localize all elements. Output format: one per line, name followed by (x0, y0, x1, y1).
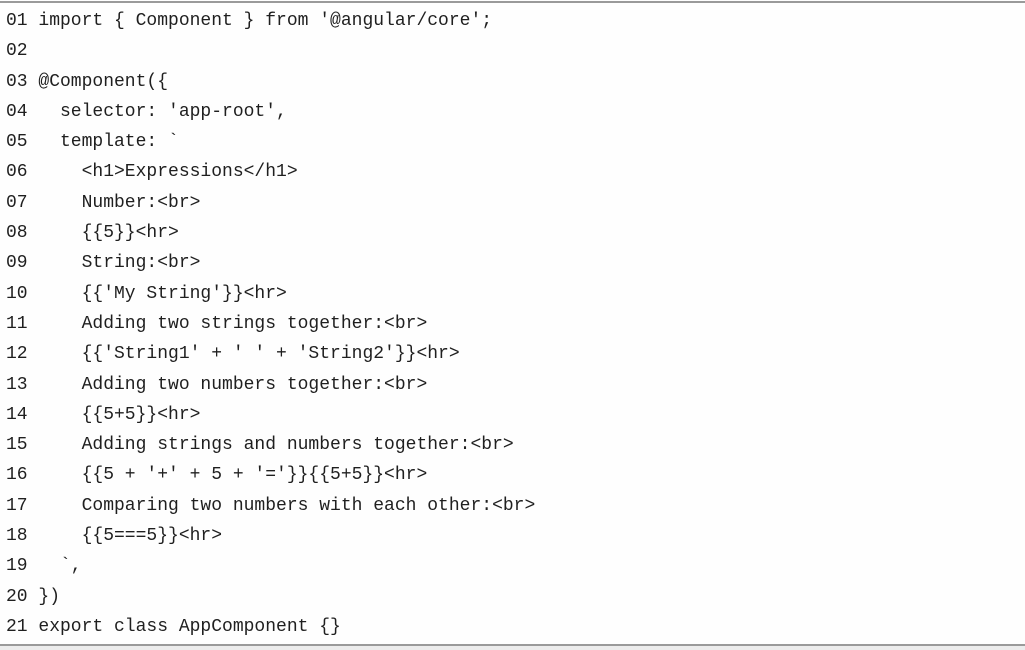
line-number: 07 (6, 192, 28, 213)
line-code-text: }) (38, 586, 60, 607)
code-line: 21 export class AppComponent {} (6, 612, 1025, 642)
line-number: 17 (6, 495, 28, 516)
bottom-divider (0, 644, 1025, 646)
line-number: 08 (6, 223, 28, 244)
line-code-text: template: ` (38, 132, 179, 153)
line-number: 03 (6, 71, 28, 92)
line-code-text: selector: 'app-root', (38, 101, 287, 122)
line-code-text: <h1>Expressions</h1> (38, 162, 298, 183)
line-code-text: {{'String1' + ' ' + 'String2'}}<hr> (38, 344, 460, 365)
line-number: 19 (6, 556, 28, 577)
line-code-text: import { Component } from '@angular/core… (38, 11, 493, 31)
line-code-text: Comparing two numbers with each other:<b… (38, 495, 536, 516)
code-line: 19 `, (6, 551, 1025, 581)
line-code-text: {{5 + '+' + 5 + '='}}{{5+5}}<hr> (38, 465, 428, 486)
line-number: 15 (6, 435, 28, 456)
line-number: 13 (6, 374, 28, 395)
code-line: 09 String:<br> (6, 248, 1025, 278)
line-code-text: String:<br> (38, 253, 201, 274)
line-code-text: export class AppComponent {} (38, 616, 341, 637)
code-line: 12 {{'String1' + ' ' + 'String2'}}<hr> (6, 339, 1025, 369)
line-number: 10 (6, 283, 28, 304)
line-code-text: @Component({ (38, 71, 169, 92)
line-code-text: Adding strings and numbers together:<br> (38, 435, 514, 456)
code-line: 08 {{5}}<hr> (6, 218, 1025, 248)
code-line: 04 selector: 'app-root', (6, 97, 1025, 127)
line-code-text: Number:<br> (38, 192, 201, 213)
code-line: 07 Number:<br> (6, 188, 1025, 218)
code-line: 17 Comparing two numbers with each other… (6, 491, 1025, 521)
line-code-text: {{5===5}}<hr> (38, 526, 223, 547)
line-number: 05 (6, 132, 28, 153)
code-line: 14 {{5+5}}<hr> (6, 400, 1025, 430)
line-number: 06 (6, 162, 28, 183)
line-number: 09 (6, 253, 28, 274)
line-code-text: Adding two strings together:<br> (38, 313, 428, 334)
line-code-text: `, (38, 556, 82, 577)
code-line: 10 {{'My String'}}<hr> (6, 279, 1025, 309)
code-line: 05 template: ` (6, 127, 1025, 157)
top-divider (0, 1, 1025, 3)
line-number: 18 (6, 526, 28, 547)
code-line: 03 @Component({ (6, 67, 1025, 97)
line-code-text: {{5+5}}<hr> (38, 404, 201, 425)
line-number: 02 (6, 41, 28, 62)
page-edge-strip (0, 646, 1025, 650)
line-code-text: Adding two numbers together:<br> (38, 374, 428, 395)
code-line: 01 import { Component } from '@angular/c… (6, 6, 1025, 36)
code-line: 15 Adding strings and numbers together:<… (6, 430, 1025, 460)
code-line: 18 {{5===5}}<hr> (6, 521, 1025, 551)
code-line: 20 }) (6, 582, 1025, 612)
line-number: 04 (6, 101, 28, 122)
code-line: 11 Adding two strings together:<br> (6, 309, 1025, 339)
line-number: 21 (6, 616, 28, 637)
line-number: 16 (6, 465, 28, 486)
line-number: 11 (6, 313, 28, 334)
code-line: 16 {{5 + '+' + 5 + '='}}{{5+5}}<hr> (6, 460, 1025, 490)
code-listing: 01 import { Component } from '@angular/c… (6, 6, 1025, 642)
line-code-text: {{'My String'}}<hr> (38, 283, 287, 304)
line-number: 14 (6, 404, 28, 425)
line-number: 12 (6, 344, 28, 365)
line-code-text (28, 36, 1025, 66)
line-number: 20 (6, 586, 28, 607)
line-number: 01 (6, 11, 28, 31)
code-line: 06 <h1>Expressions</h1> (6, 157, 1025, 187)
code-line: 02 (6, 36, 1025, 66)
code-line: 13 Adding two numbers together:<br> (6, 370, 1025, 400)
line-code-text: {{5}}<hr> (38, 223, 179, 244)
